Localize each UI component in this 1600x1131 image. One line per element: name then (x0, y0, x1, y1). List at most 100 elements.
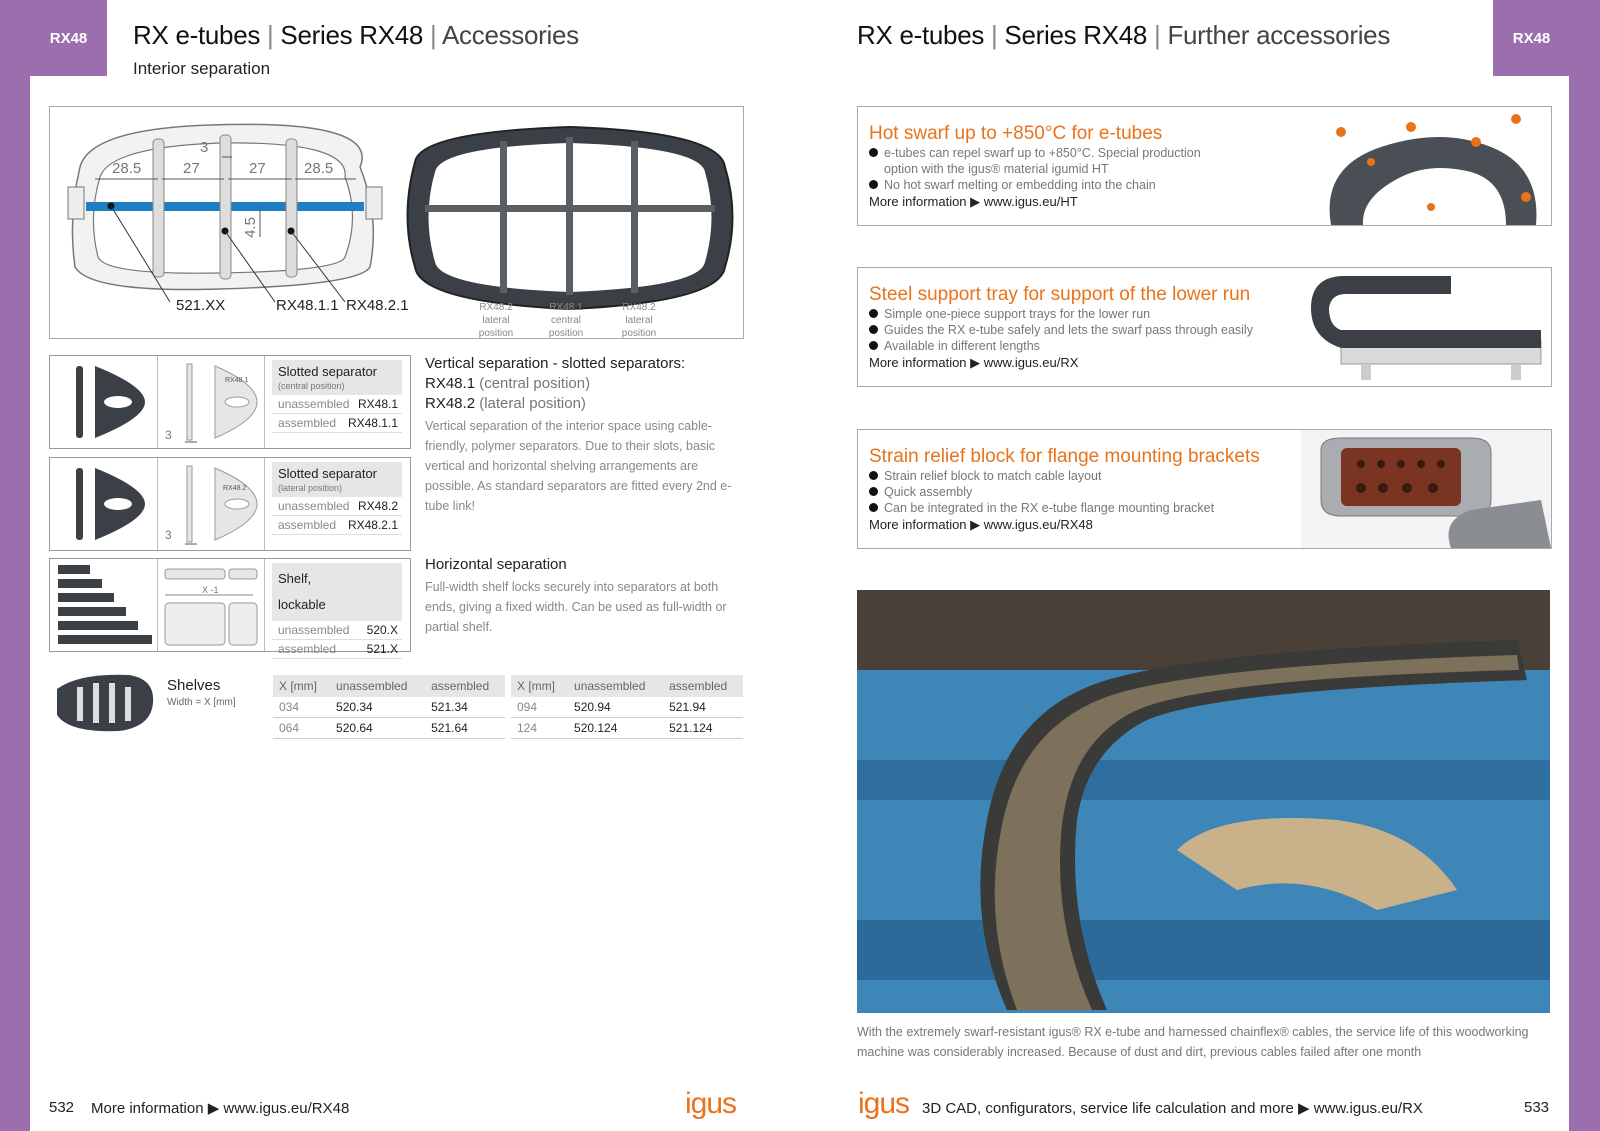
header-x: X [mm] (273, 675, 331, 697)
woodworking-machine-photo (857, 590, 1550, 1013)
callout-521-xx: 521.XX (176, 297, 226, 314)
strain-relief-image (1301, 430, 1551, 548)
section-tab-left[interactable]: RX48 (30, 0, 107, 76)
cell-x: 064 (273, 717, 331, 739)
line-value: 521.X (366, 642, 398, 656)
code-rx48-2: RX48.2 (425, 395, 476, 412)
bullet-dot (869, 471, 878, 480)
cell-assembled: 521.64 (425, 717, 505, 739)
accessory-bullets: Simple one-piece support trays for the l… (869, 306, 1253, 371)
product-drawing-cell: RX48.2 3 (157, 458, 265, 550)
line-key: unassembled (278, 499, 350, 513)
bullet-text: Available in different lengths (884, 339, 1040, 353)
cell-x: 094 (511, 697, 569, 718)
igus-logo-left[interactable]: igus (685, 1087, 737, 1120)
dim-gap: 3 (200, 139, 209, 156)
more-info-link[interactable]: More information ▶ www.igus.eu/RX (869, 355, 1079, 370)
bullet-dot (869, 341, 878, 350)
horizontal-separation-title: Horizontal separation (425, 556, 567, 573)
bullet-item: Simple one-piece support trays for the l… (869, 306, 1253, 322)
dim-28-5-right: 28.5 (304, 160, 334, 177)
title-part-a: RX e-tubes (133, 20, 261, 50)
bullet-item: Strain relief block to match cable layou… (869, 468, 1214, 484)
bullet-item: e-tubes can repel swarf up to +850°C. Sp… (869, 145, 1214, 177)
product-header: Shelf, lockable (272, 563, 402, 621)
title-separator: | (267, 20, 274, 50)
line-value: RX48.1.1 (347, 416, 398, 430)
cross-section-drawing (67, 123, 734, 311)
accessory-title: Strain relief block for flange mounting … (869, 446, 1260, 467)
more-info-link[interactable]: More information ▶ www.igus.eu/HT (869, 194, 1078, 209)
product-drawing-cell: X -1 (157, 559, 265, 651)
dim-28-5-left: 28.5 (112, 160, 142, 177)
cell-assembled: 521.124 (663, 717, 743, 739)
shelf-product-image (57, 674, 154, 732)
accessory-steel-tray[interactable]: Steel support tray for support of the lo… (857, 267, 1552, 387)
product-image-cell (50, 559, 158, 651)
product-image-cell (50, 356, 158, 448)
section-tab-right[interactable]: RX48 (1493, 0, 1570, 76)
bullet-text: Guides the RX e-tube safely and lets the… (884, 323, 1253, 337)
title-separator: | (430, 20, 437, 50)
callout-rx48-2-1: RX48.2.1 (346, 297, 409, 314)
title-separator: | (991, 20, 998, 50)
footer-link-right[interactable]: 3D CAD, configurators, service life calc… (922, 1100, 1423, 1117)
product-slotted-separator-central[interactable]: RX48.1 3 Slotted separator (central posi… (49, 355, 411, 449)
line-value: RX48.2 (357, 499, 398, 513)
table-row[interactable]: 034 520.34 521.34 (273, 697, 505, 718)
bullet-text: Quick assembly (884, 485, 973, 499)
table-row[interactable]: 064 520.64 521.64 (273, 717, 505, 739)
table-row[interactable]: 124 520.124 521.124 (511, 717, 743, 739)
right-page-title: RX e-tubes | Series RX48 | Further acces… (857, 20, 1390, 51)
product-info: Slotted separator (central position) una… (272, 360, 402, 433)
title-part-b: Series RX48 (280, 20, 424, 50)
product-slotted-separator-lateral[interactable]: RX48.2 3 Slotted separator (lateral posi… (49, 457, 411, 551)
table-row[interactable]: 094 520.94 521.94 (511, 697, 743, 718)
cell-assembled: 521.34 (425, 697, 505, 718)
footer-link-left[interactable]: More information ▶ www.igus.eu/RX48 (91, 1100, 350, 1117)
more-info-link[interactable]: More information ▶ www.igus.eu/RX48 (869, 517, 1093, 532)
line-key: unassembled (278, 623, 350, 637)
product-name: Slotted separator (278, 364, 378, 379)
title-part-c: Further accessories (1167, 20, 1391, 50)
callout-rx48-1-1: RX48.1.1 (276, 297, 339, 314)
accessory-strain-relief[interactable]: Strain relief block for flange mounting … (857, 429, 1552, 549)
page-number-right: 533 (1524, 1099, 1550, 1116)
bullet-text: e-tubes can repel swarf up to +850°C. Sp… (884, 146, 1201, 176)
table-header-row: X [mm] unassembled assembled (511, 675, 743, 697)
code-rx48-1: RX48.1 (425, 375, 476, 392)
accessory-title: Hot swarf up to +850°C for e-tubes (869, 123, 1163, 144)
gutter (785, 0, 815, 1131)
cell-assembled: 521.94 (663, 697, 743, 718)
position-label-lateral-right: RX48.2 lateral position (621, 302, 657, 339)
separator-dim: 3 (165, 528, 172, 542)
vertical-line-1: RX48.1 (central position) (425, 375, 590, 392)
bullet-dot (869, 180, 878, 189)
title-separator: | (1154, 20, 1161, 50)
left-page-subtitle: Interior separation (133, 59, 271, 78)
code-rx48-2-desc: (lateral position) (475, 395, 586, 412)
shelves-table-a: X [mm] unassembled assembled 034 520.34 … (273, 675, 505, 739)
igus-logo-right[interactable]: igus (858, 1087, 910, 1120)
header-unassembled: unassembled (568, 675, 664, 697)
product-name: Slotted separator (278, 466, 378, 481)
product-info: Slotted separator (lateral position) una… (272, 462, 402, 535)
product-header: Slotted separator (central position) (272, 360, 402, 395)
bullet-item: Quick assembly (869, 484, 1214, 500)
bullet-item: No hot swarf melting or embedding into t… (869, 177, 1214, 193)
product-header: Slotted separator (lateral position) (272, 462, 402, 497)
dim-vertical: 4.5 (241, 217, 259, 238)
accessory-title: Steel support tray for support of the lo… (869, 284, 1251, 305)
left-page-title: RX e-tubes | Series RX48 | Accessories (133, 20, 579, 51)
accessory-hot-swarf[interactable]: Hot swarf up to +850°C for e-tubes e-tub… (857, 106, 1552, 226)
photo-caption: With the extremely swarf-resistant igus®… (857, 1025, 1529, 1059)
cell-unassembled: 520.64 (330, 717, 426, 739)
header-unassembled: unassembled (330, 675, 426, 697)
code-rx48-1-desc: (central position) (475, 375, 591, 392)
cell-unassembled: 520.124 (568, 717, 664, 739)
